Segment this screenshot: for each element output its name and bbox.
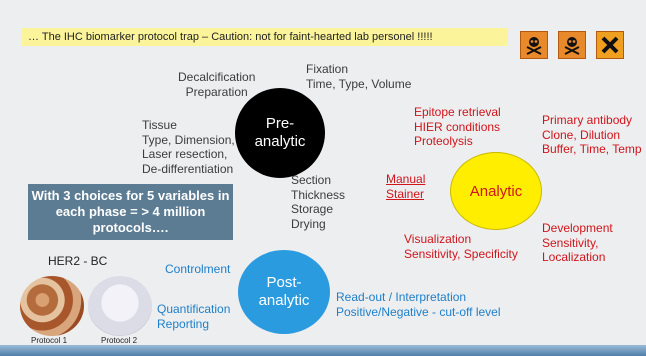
skull-crossbones-icon: [520, 31, 548, 59]
pre-analytic-circle: Pre-analytic: [235, 88, 325, 178]
bottom-bar: [0, 345, 646, 356]
protocol-2-tissue-image: [88, 276, 152, 336]
pre-analytic-label-line2: analytic: [254, 133, 306, 150]
protocol-2-label: Protocol 2: [101, 336, 138, 345]
post-analytic-label-line2: analytic: [258, 292, 310, 309]
protocol-1-tissue-image: [20, 276, 84, 336]
analytic-label: Analytic: [469, 182, 523, 200]
analytic-circle: Analytic: [450, 152, 542, 230]
pre-analytic-label-line1: Pre-: [265, 115, 295, 132]
protocol-1-label: Protocol 1: [31, 336, 68, 345]
choices-callout-box: With 3 choices for 5 variables in each p…: [28, 184, 233, 240]
warning-banner: … The IHC biomarker protocol trap – Caut…: [22, 28, 508, 46]
controlment-label: Controlment: [165, 262, 231, 276]
post-analytic-circle: Post-analytic: [238, 250, 330, 334]
post-analytic-label-line1: Post-: [266, 274, 302, 291]
choices-callout-text: With 3 choices for 5 variables in each p…: [31, 188, 230, 235]
her2-label: HER2 - BC: [48, 254, 108, 268]
x-hazard-icon: [596, 31, 624, 59]
skull-crossbones-icon: [558, 31, 586, 59]
